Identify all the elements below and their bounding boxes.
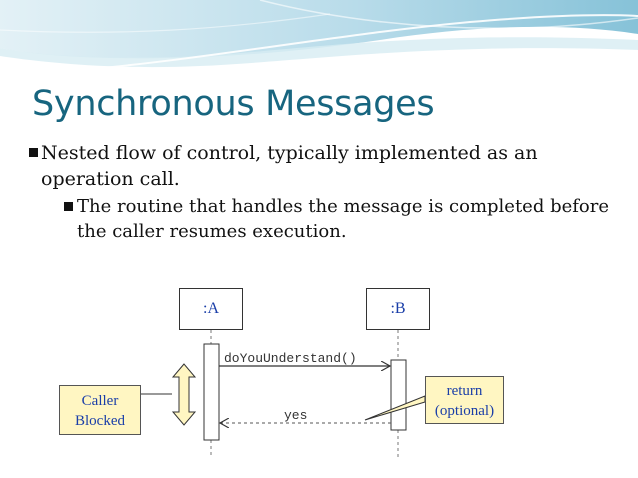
caller-note-line1: Caller: [81, 393, 119, 409]
return-message-label: yes: [284, 408, 308, 423]
lifeline-b-box: :B: [366, 288, 430, 330]
bullet-item: Nested flow of control, typically implem…: [12, 140, 612, 192]
slide-title: Synchronous Messages: [32, 84, 435, 124]
lifeline-b-label: :B: [390, 300, 406, 317]
activation-bar-a: [203, 343, 220, 441]
return-optional-note: return (optional): [425, 376, 504, 424]
blocked-duration-arrow: [171, 363, 197, 426]
return-note-line2: (optional): [434, 403, 495, 419]
bullet-list: Nested flow of control, typically implem…: [12, 140, 612, 244]
square-bullet-icon: [29, 148, 38, 157]
activation-bar-b: [390, 359, 407, 431]
bullet-text: Nested flow of control, typically implem…: [41, 142, 538, 190]
lifeline-a-box: :A: [179, 288, 243, 330]
lifeline-a-label: :A: [203, 300, 219, 317]
sub-bullet-text: The routine that handles the message is …: [77, 196, 610, 242]
caller-note-line2: Blocked: [75, 413, 125, 429]
return-note-line1: return: [446, 383, 483, 399]
caller-blocked-note: Caller Blocked: [59, 385, 141, 435]
sub-bullet-item: The routine that handles the message is …: [12, 194, 612, 244]
decorative-header-band: [0, 0, 638, 71]
square-bullet-icon: [64, 202, 73, 211]
call-message-label: doYouUnderstand(): [224, 351, 357, 366]
